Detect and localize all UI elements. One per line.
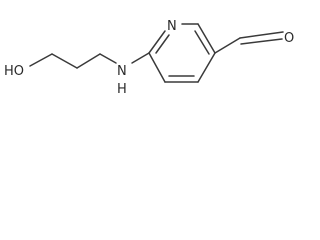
aldehyde-group <box>214 31 284 54</box>
bond-c3-n <box>99 53 117 64</box>
aldehyde-oxygen-label: O <box>284 31 294 46</box>
hydroxyl-label: HO <box>4 64 24 79</box>
ring-nitrogen-label: N <box>167 19 177 34</box>
bond-c6-c5 <box>197 23 216 54</box>
bond-c1-c2 <box>51 53 78 69</box>
bond-c2-n1 <box>148 30 166 54</box>
bond-c3-c2 <box>148 52 166 83</box>
bond-c2-c3 <box>76 53 101 69</box>
bond-o-c1 <box>29 53 53 67</box>
amine-hydrogen-label: H <box>117 82 127 97</box>
bond-c-o-double <box>239 31 284 39</box>
chemical-structure: HO N H N O <box>4 19 294 97</box>
bond-ring-cho <box>214 37 241 54</box>
bond-c6-c5-inner <box>194 30 210 55</box>
pyridine-ring <box>148 23 216 83</box>
bond-c2-n1-inner <box>155 34 170 54</box>
amine-nitrogen-label: N <box>117 64 127 79</box>
bond-c5-c4 <box>197 52 216 83</box>
bond-c-o-double-inner <box>240 38 283 45</box>
bond-n-ring <box>131 52 150 64</box>
hydroxyethyl-chain <box>29 52 150 69</box>
